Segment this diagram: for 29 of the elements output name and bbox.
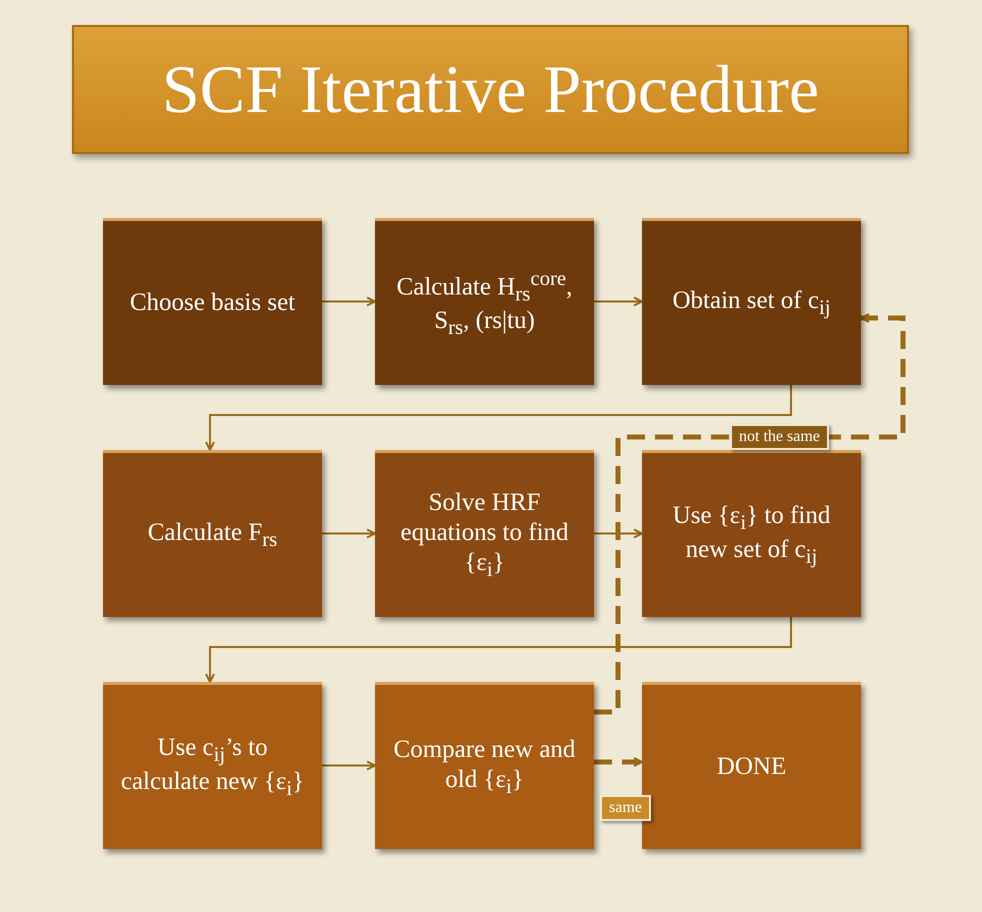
arrow — [322, 296, 376, 306]
box-text: Use {ε$_{i}$} to find new set of c$_{ij}$ — [672, 501, 832, 569]
process-box — [375, 450, 594, 617]
box-text: Choose basis set — [130, 288, 296, 318]
process-box — [103, 450, 322, 617]
arrow — [205, 617, 792, 683]
process-box — [103, 218, 322, 385]
process-box — [642, 450, 861, 617]
arrow — [594, 757, 643, 767]
box-text: Obtain set of c$_{ij}$ — [672, 286, 831, 320]
edge-label: not the same — [730, 424, 829, 450]
arrow — [322, 760, 376, 770]
box-text: Calculate F$_{rs}$ — [148, 518, 278, 552]
arrow — [594, 528, 643, 538]
title: SCF Iterative Procedure — [162, 50, 820, 129]
process-box — [642, 682, 861, 849]
process-box — [642, 218, 861, 385]
arrow — [205, 385, 792, 451]
process-box — [375, 218, 594, 385]
box-text: DONE — [716, 752, 786, 782]
process-box — [103, 682, 322, 849]
box-text: Compare new and old {ε$_{i}$} — [392, 735, 576, 799]
process-box — [375, 682, 594, 849]
box-text: Use c$_{ij}$’s to calculate new {ε$_{i}$} — [120, 733, 306, 801]
edge-label: same — [600, 795, 651, 821]
arrow — [594, 296, 643, 306]
arrow — [322, 528, 376, 538]
box-text: Calculate H$_{rs}$$^{core}$, S$_{rs}$, (rs|tu) — [396, 266, 574, 340]
box-text: Solve HRF equations to find {ε$_{i}$} — [399, 488, 570, 582]
